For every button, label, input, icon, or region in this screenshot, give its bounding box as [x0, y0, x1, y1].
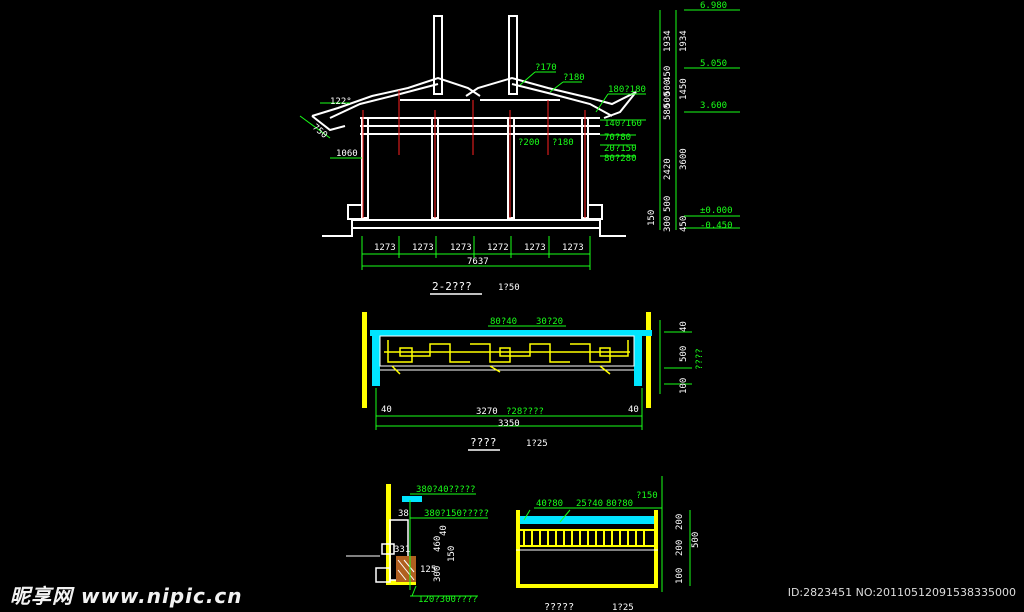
member-2: ?180: [563, 73, 585, 83]
detail-r-dim-1: 200: [675, 514, 685, 530]
detail-r-label-1: 40?80: [536, 499, 563, 509]
level-3600: 3.600: [700, 101, 727, 111]
bay-6: 1273: [562, 243, 584, 253]
level-5050: 5.050: [700, 59, 727, 69]
member-1: ?170: [535, 63, 557, 73]
detail-label-1: 380?40?????: [416, 485, 476, 495]
detail-label-2: 380?150?????: [424, 509, 489, 519]
vdim-9: 3600: [679, 148, 689, 170]
member-3: 180?180: [608, 85, 646, 95]
post-left: [433, 15, 443, 95]
vdim-2: 1934: [679, 30, 689, 52]
member-9: ?180: [552, 138, 574, 148]
member-4: 140?160: [604, 119, 642, 129]
detail-left: 380?40????? 380?150????? 120?300???? 38 …: [346, 484, 489, 605]
bay-4: 1272: [487, 243, 509, 253]
member-5: 70?80: [604, 133, 631, 143]
section-scale: 1?50: [498, 283, 520, 293]
vdim-13: 450: [679, 216, 689, 232]
ground-line: [322, 219, 626, 237]
roof-left: [311, 76, 481, 117]
watermark-id: ID:2823451 NO:20110512091538335000: [787, 586, 1016, 599]
detail-scale: 1?25: [612, 603, 634, 612]
detail-r-label-3: 80?80: [606, 499, 633, 509]
rail-dim-5: 3350: [498, 419, 520, 429]
detail-dim-4: 460: [433, 536, 443, 552]
eave-offset: 1060: [336, 149, 358, 159]
section-dim-text: 1273 1273 1273 1272 1273 1273 7637 122° …: [310, 1, 732, 293]
post-right-yellow: [646, 312, 651, 408]
vdim-10: 150: [647, 210, 657, 226]
post-left-yellow: [362, 312, 367, 408]
vdim-4: 500: [663, 80, 673, 96]
bay-total: 7637: [467, 257, 489, 267]
watermark-logo: 昵享网 www.nipic.cn: [10, 584, 243, 608]
detail-right: 40?80 25?40 80?80 ?150 200 200 500 100 ?…: [516, 476, 701, 612]
roof-angle: 122°: [330, 97, 352, 107]
railing-scale: 1?25: [526, 439, 548, 449]
detail-dim-7: 300: [433, 566, 443, 582]
detail-label-3: 120?300????: [418, 595, 478, 605]
detail-dim-1: 38: [398, 509, 409, 519]
level-6980: 6.980: [700, 1, 727, 11]
vdim-7: 580: [663, 104, 673, 120]
railing-elevation: 80?40 30?20 40 3270 ?28???? 40 3350 40 5…: [362, 312, 705, 451]
vdim-8: 2420: [663, 158, 673, 180]
railing-title: ????: [470, 436, 497, 449]
detail-dim-3: 40: [439, 525, 449, 536]
detail-title: ?????: [544, 602, 574, 612]
vdim-5: 500: [663, 92, 673, 108]
detail-dim-6: 125: [420, 565, 436, 575]
lattice-pattern: [384, 340, 630, 375]
detail-r-dim-4: 100: [675, 568, 685, 584]
detail-r-label-2: 25?40: [576, 499, 603, 509]
rail-vdim-4: ????: [695, 348, 705, 370]
post-right: [508, 15, 518, 95]
rail-dim-1: 40: [381, 405, 392, 415]
section-title: 2-2???: [432, 280, 472, 293]
member-8: ?200: [518, 138, 540, 148]
section-2-2: [311, 15, 637, 237]
detail-dim-5: 150: [447, 546, 457, 562]
vdim-1: 1934: [663, 30, 673, 52]
detail-r-dim-3: 500: [691, 532, 701, 548]
bay-5: 1273: [524, 243, 546, 253]
axis-lines: [362, 90, 586, 218]
rail-label-2: 30?20: [536, 317, 563, 327]
rail-dim-3: ?28????: [506, 407, 544, 417]
detail-r-label-4: ?150: [636, 491, 658, 501]
bay-1: 1273: [374, 243, 396, 253]
level-0000: ±0.000: [700, 206, 733, 216]
baluster-rail: [518, 529, 654, 547]
detail-dim-2: 331: [394, 545, 410, 555]
vdim-11: 300: [663, 216, 673, 232]
roof-right: [465, 76, 637, 106]
rail-vdim-1: 40: [679, 321, 689, 332]
bay-3: 1273: [450, 243, 472, 253]
rail-dim-2: 3270: [476, 407, 498, 417]
detail-r-dim-2: 200: [675, 540, 685, 556]
vdim-6: 1450: [679, 78, 689, 100]
rail-vdim-3: 100: [679, 378, 689, 394]
rail-vdim-2: 500: [679, 346, 689, 362]
member-6: 20?150: [604, 144, 637, 154]
level-neg450: -0.450: [700, 221, 733, 231]
vdim-12: 500: [663, 196, 673, 212]
section-dim-lines: [299, 9, 740, 270]
top-rail: [370, 330, 652, 336]
rail-dim-4: 40: [628, 405, 639, 415]
member-7: 80?280: [604, 154, 637, 164]
bay-2: 1273: [412, 243, 434, 253]
vdim-3: 450: [663, 66, 673, 82]
rail-label-1: 80?40: [490, 317, 517, 327]
